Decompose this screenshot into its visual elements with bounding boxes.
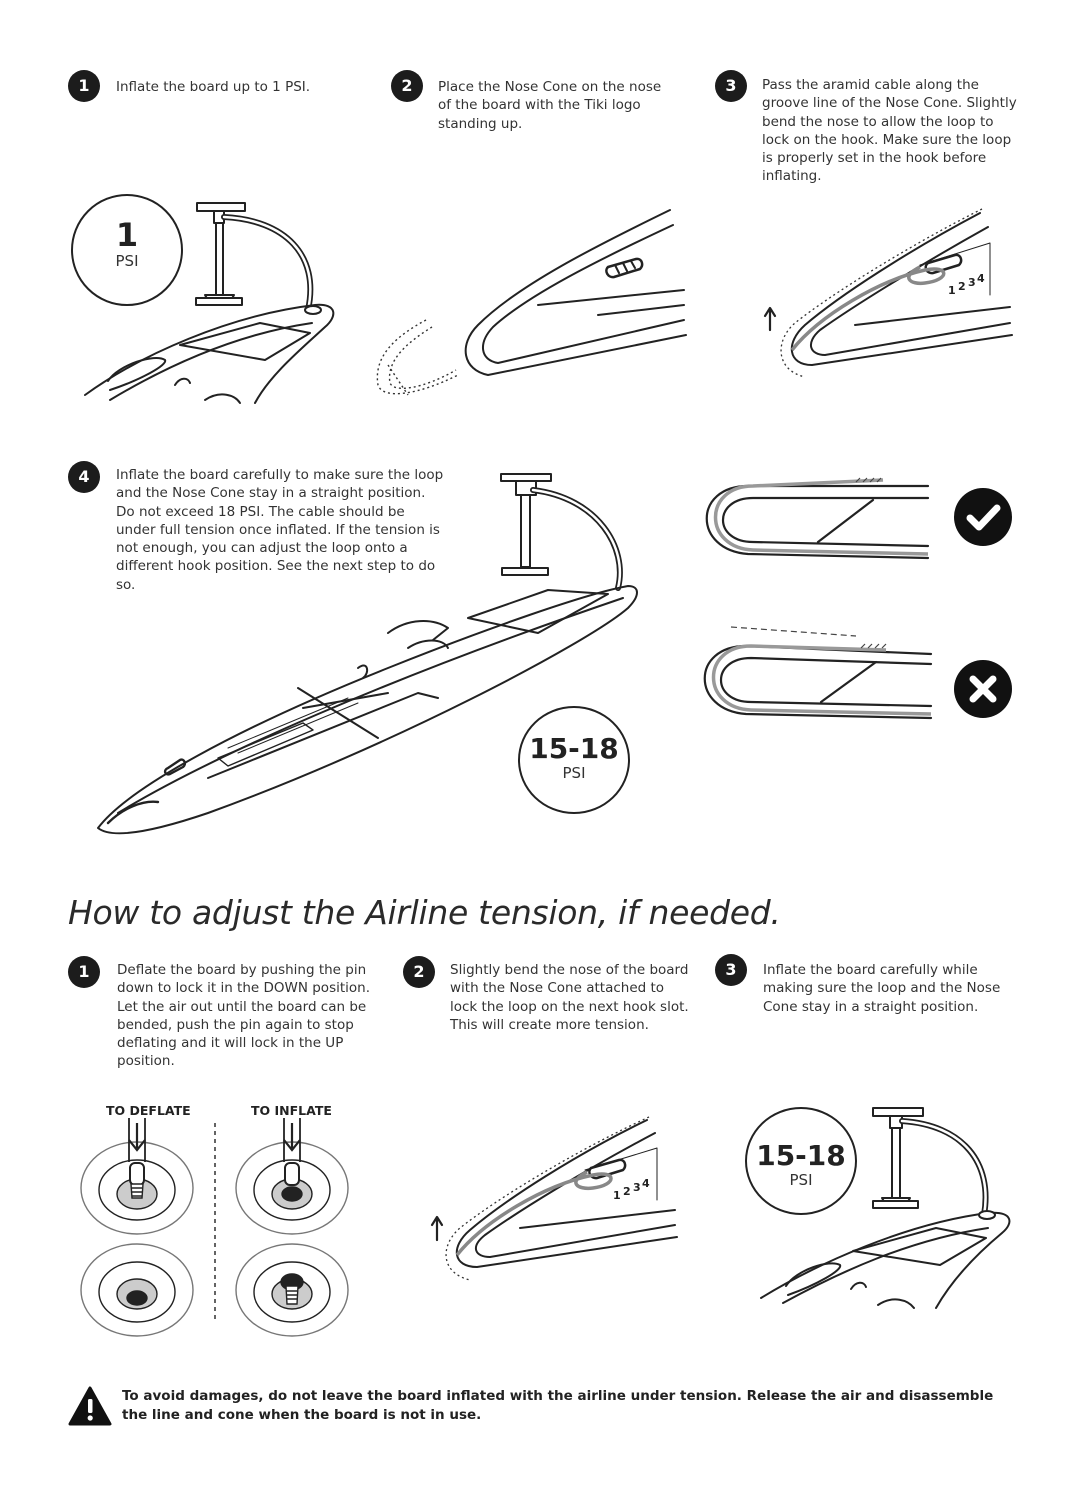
warning-text: To avoid damages, do not leave the board… (122, 1388, 994, 1423)
step-2-number: 2 (391, 70, 423, 102)
step-1-number: 1 (68, 70, 100, 102)
adjust-step-3-number: 3 (715, 954, 747, 986)
pump-board-illustration-adjust-3 (760, 1107, 1011, 1309)
full-board-pump-illustration (97, 473, 638, 835)
hook-number-1: 1 (948, 284, 956, 297)
pressure-value: 1 (115, 216, 139, 254)
incorrect-nose-cone-illustration (703, 626, 933, 720)
hook-number-4: 4 (977, 272, 985, 285)
adjust-step-1-number: 1 (68, 956, 100, 988)
adjust-step-3-text: Inflate the board carefully while making… (763, 962, 1001, 1015)
adjust-step-2-number: 2 (403, 956, 435, 988)
cable-hook-illustration-step-3: 1 2 3 4 (763, 208, 1013, 378)
cable-hook-illustration-adjust-2: 1 2 3 4 (430, 1116, 678, 1281)
section-title: How to adjust the Airline tension, if ne… (68, 893, 781, 932)
step-3-text: Pass the aramid cable along the groove l… (762, 77, 1017, 185)
cross-icon (954, 660, 1012, 718)
step-4-text: Inflate the board carefully to make sure… (116, 467, 444, 593)
hook-number-3: 3 (968, 276, 976, 289)
hook-number-3: 3 (633, 1181, 641, 1194)
hook-number-4: 4 (642, 1177, 650, 1190)
step-3-number: 3 (715, 70, 747, 102)
hook-number-2: 2 (958, 280, 966, 293)
correct-nose-cone-illustration (705, 477, 930, 560)
inflate-caption: TO INFLATE (251, 1103, 332, 1118)
adjust-step-2-text: Slightly bend the nose of the board with… (450, 962, 689, 1033)
pressure-badge-1psi: 1 PSI (71, 194, 183, 306)
pressure-badge-15-18psi-adjust: 15-18 PSI (745, 1107, 857, 1215)
pressure-unit: PSI (115, 252, 139, 270)
hook-number-2: 2 (623, 1185, 631, 1198)
valve-illustrations (80, 1118, 349, 1337)
step-1-text: Inflate the board up to 1 PSI. (116, 79, 311, 95)
pressure-unit: PSI (562, 764, 586, 782)
pressure-value: 15-18 (756, 1139, 846, 1172)
deflate-caption: TO DEFLATE (106, 1103, 191, 1118)
hook-number-1: 1 (613, 1189, 621, 1202)
pressure-badge-15-18psi: 15-18 PSI (518, 706, 630, 814)
nose-cone-illustration-step-2 (376, 209, 687, 396)
pump-board-illustration-1 (84, 202, 335, 404)
check-icon (954, 488, 1012, 546)
step-4-number: 4 (68, 461, 100, 493)
warning-triangle-icon (68, 1386, 112, 1426)
adjust-step-1-text: Deflate the board by pushing the pin dow… (117, 962, 371, 1070)
pressure-value: 15-18 (529, 732, 619, 765)
pressure-unit: PSI (789, 1171, 813, 1189)
step-2-text: Place the Nose Cone on the nose of the b… (438, 79, 662, 132)
